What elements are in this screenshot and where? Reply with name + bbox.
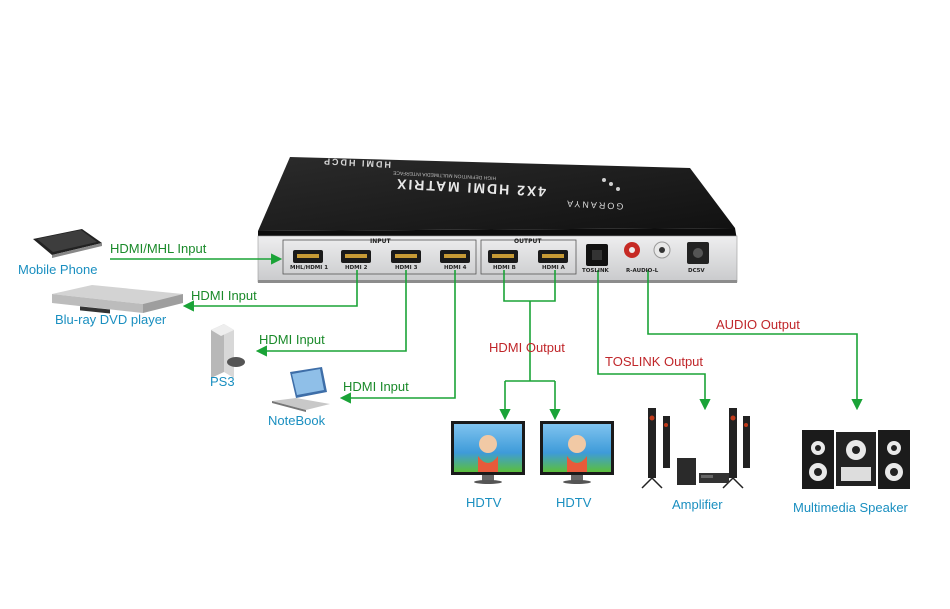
port-label-outB: HDMI B: [493, 265, 516, 271]
hdmi-port-in4: [440, 250, 470, 263]
port-label-in2: HDMI 2: [345, 265, 368, 271]
bluray-player-icon: [52, 285, 183, 314]
hdtv-icon-2: [540, 421, 614, 484]
source-label-ps3: PS3: [210, 374, 235, 389]
output-label-hdmi: HDMI Output: [489, 340, 565, 355]
input-label-bluray: HDMI Input: [191, 288, 257, 303]
target-label-speaker: Multimedia Speaker: [793, 500, 908, 515]
input-label-ps3: HDMI Input: [259, 332, 325, 347]
input-line-notebook: [339, 270, 456, 404]
port-label-power: DC5V: [688, 268, 705, 274]
hdmi-matrix-device: [257, 157, 738, 283]
power-port: [687, 242, 709, 264]
output-toslink-line: [597, 270, 711, 411]
mobile-phone-icon: [33, 229, 102, 258]
multimedia-speaker-icon: [802, 430, 910, 489]
input-group-label: INPUT: [370, 238, 391, 245]
hdmi-port-outA: [538, 250, 568, 263]
source-label-notebook: NoteBook: [268, 413, 326, 428]
output-label-toslink: TOSLINK Output: [605, 354, 704, 369]
input-line-bluray: [182, 270, 358, 312]
rca-audio-ports: [624, 241, 671, 259]
connection-lines: [110, 253, 863, 421]
input-line-ps3: [255, 270, 407, 357]
target-label-hdtv-2: HDTV: [556, 495, 592, 510]
port-label-audio: R-AUDIO-L: [626, 268, 659, 274]
port-label-in4: HDMI 4: [444, 265, 467, 271]
port-label-in1: MHL/HDMI 1: [290, 265, 329, 271]
target-label-hdtv-1: HDTV: [466, 495, 502, 510]
hdmi-port-outB: [488, 250, 518, 263]
output-group-label: OUTPUT: [514, 238, 542, 245]
input-label-mobile: HDMI/MHL Input: [110, 241, 207, 256]
amplifier-icon: [641, 408, 750, 489]
target-label-amplifier: Amplifier: [672, 497, 723, 512]
hdmi-port-in2: [341, 250, 371, 263]
output-audio-line: [647, 270, 863, 411]
input-label-notebook: HDMI Input: [343, 379, 409, 394]
ps3-console-icon: [211, 324, 245, 378]
output-label-audio: AUDIO Output: [716, 317, 800, 332]
toslink-port: [586, 244, 608, 266]
port-label-toslink: TOSLINK: [582, 268, 609, 274]
port-label-outA: HDMI A: [542, 265, 565, 271]
source-label-bluray: Blu-ray DVD player: [55, 312, 167, 327]
hdtv-icon-1: [451, 421, 525, 484]
hdmi-port-in1: [293, 250, 323, 263]
source-label-mobile: Mobile Phone: [18, 262, 98, 277]
port-label-in3: HDMI 3: [395, 265, 418, 271]
hdmi-port-in3: [391, 250, 421, 263]
notebook-icon: [272, 367, 330, 412]
